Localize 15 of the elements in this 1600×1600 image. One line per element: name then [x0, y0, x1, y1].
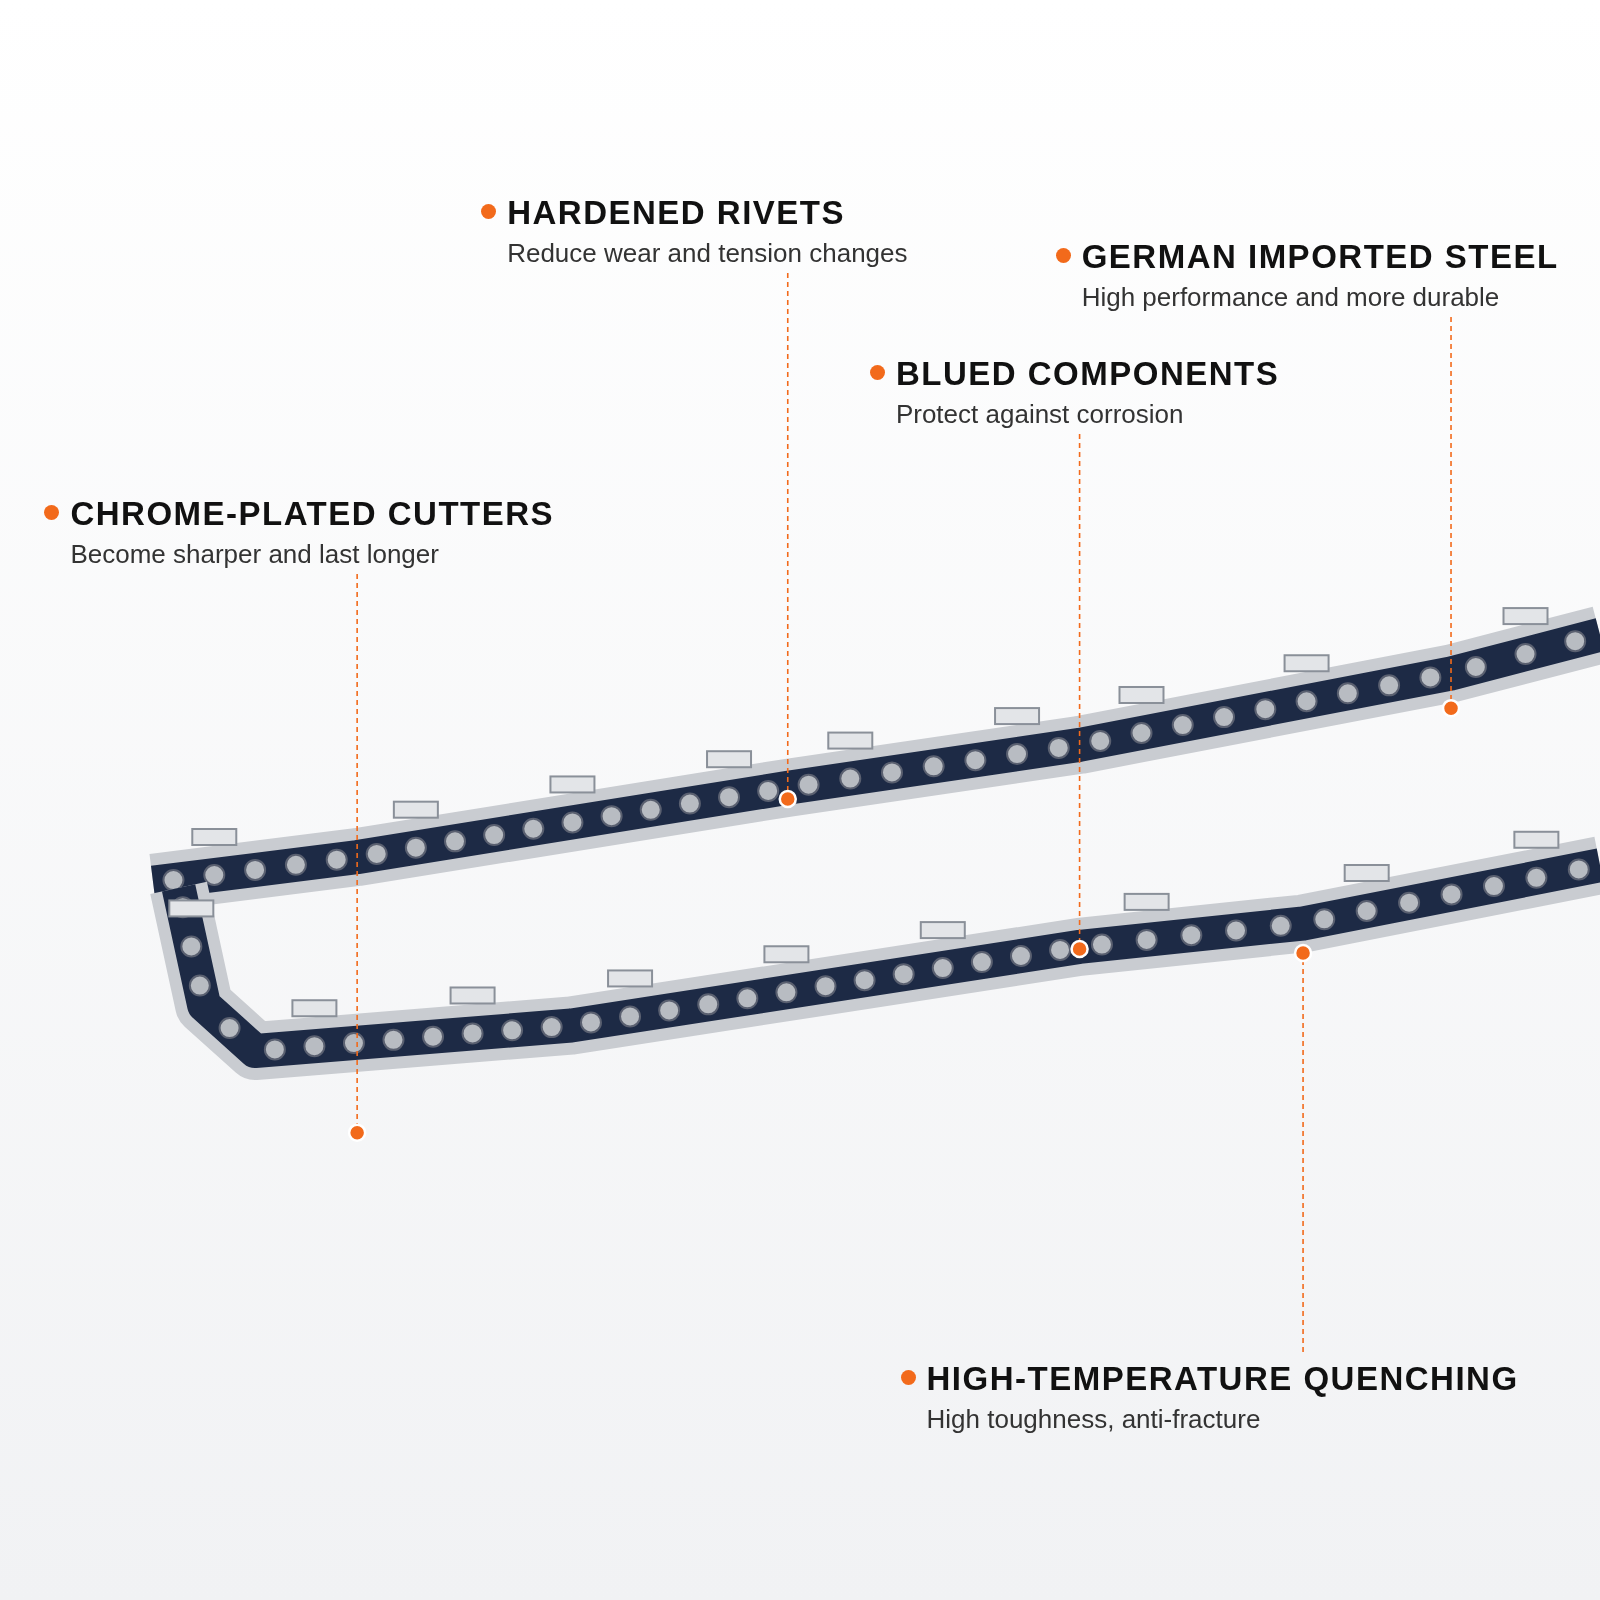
callout-description: Become sharper and last longer	[70, 538, 440, 570]
callout-heading: BLUED COMPONENTS	[895, 355, 1280, 393]
leader-line	[347, 573, 367, 1142]
leader-line	[778, 272, 797, 809]
callout-heading: HIGH-TEMPERATURE QUENCHING	[926, 1360, 1519, 1398]
callout-heading: CHROME-PLATED CUTTERS	[70, 494, 555, 532]
leader-line	[1293, 943, 1313, 1353]
callout-heading: HARDENED RIVETS	[507, 193, 845, 231]
callout-description: Protect against corrosion	[895, 399, 1185, 431]
leader-line	[1441, 316, 1461, 718]
callout-heading: GERMAN IMPORTED STEEL	[1081, 237, 1559, 275]
callout-description: High performance and more durable	[1081, 281, 1501, 313]
callout-description: Reduce wear and tension changes	[507, 237, 908, 269]
leader-line	[1070, 433, 1089, 959]
callout-description: High toughness, anti-fracture	[926, 1404, 1262, 1436]
